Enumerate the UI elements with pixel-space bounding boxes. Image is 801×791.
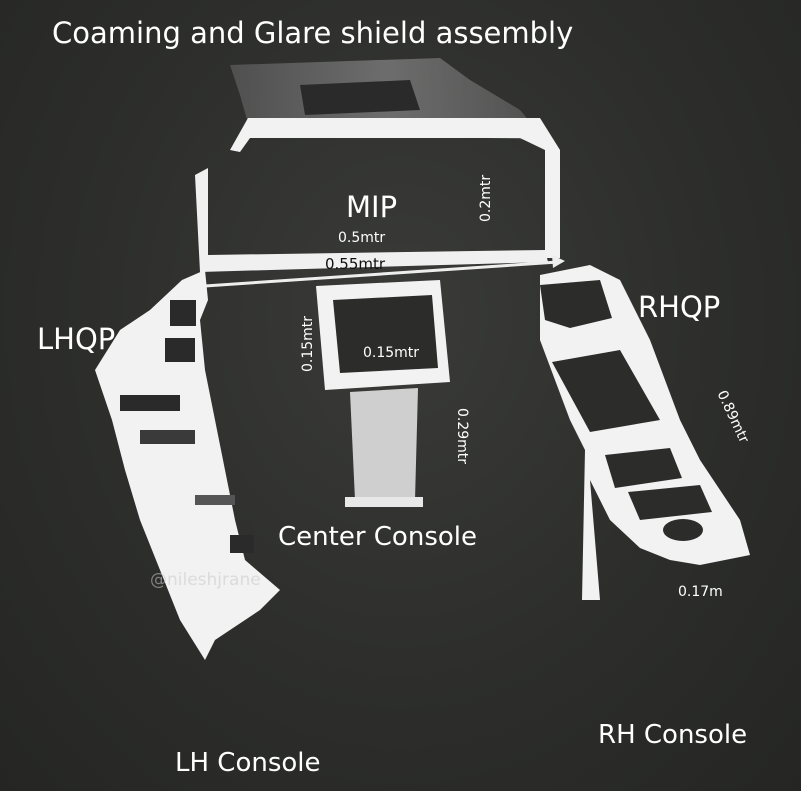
label-mip: MIP xyxy=(346,190,398,224)
glare-shield-dark xyxy=(300,80,420,115)
lhqp-cutout xyxy=(120,395,180,411)
center-console-window xyxy=(333,295,438,373)
width-arrow xyxy=(189,260,559,289)
label-rhqp: RHQP xyxy=(638,290,721,324)
dim-cc-height: 0.15mtr xyxy=(300,315,316,372)
diagram-title: Coaming and Glare shield assembly xyxy=(52,16,574,50)
lhqp-cutout xyxy=(165,338,195,362)
rhqp-cutout xyxy=(605,448,682,488)
center-console-base xyxy=(345,497,423,507)
label-center-console: Center Console xyxy=(278,522,477,552)
lhqp-cutout xyxy=(170,300,196,326)
lhqp-panel xyxy=(95,270,280,660)
rhqp-cutout xyxy=(663,519,703,541)
watermark: @nileshjrane xyxy=(150,570,261,590)
dim-mip-height: 0.2mtr xyxy=(478,174,494,222)
rhqp-panel xyxy=(540,265,750,600)
mip-panel xyxy=(195,168,548,272)
rhqp-cutout xyxy=(552,350,660,432)
dim-cc-length: 0.29mtr xyxy=(454,408,470,465)
rhqp-cutout xyxy=(628,485,712,520)
dim-cc-width: 0.15mtr xyxy=(363,345,420,361)
label-lhqp: LHQP xyxy=(37,322,116,356)
lhqp-cutout xyxy=(195,495,235,505)
center-console-pedestal xyxy=(350,388,418,500)
width-arrow-right xyxy=(552,255,565,268)
rhqp-cutout xyxy=(540,280,612,328)
label-rh-console: RH Console xyxy=(598,720,748,750)
coaming-frame xyxy=(230,118,560,258)
dim-overall-width: 0.55mtr xyxy=(325,255,386,273)
label-lh-console: LH Console xyxy=(175,748,321,778)
lhqp-cutout xyxy=(140,430,195,444)
dim-rh-width: 0.17m xyxy=(678,584,723,600)
dim-mip-width: 0.5mtr xyxy=(338,230,386,246)
lhqp-cutout xyxy=(230,535,254,553)
